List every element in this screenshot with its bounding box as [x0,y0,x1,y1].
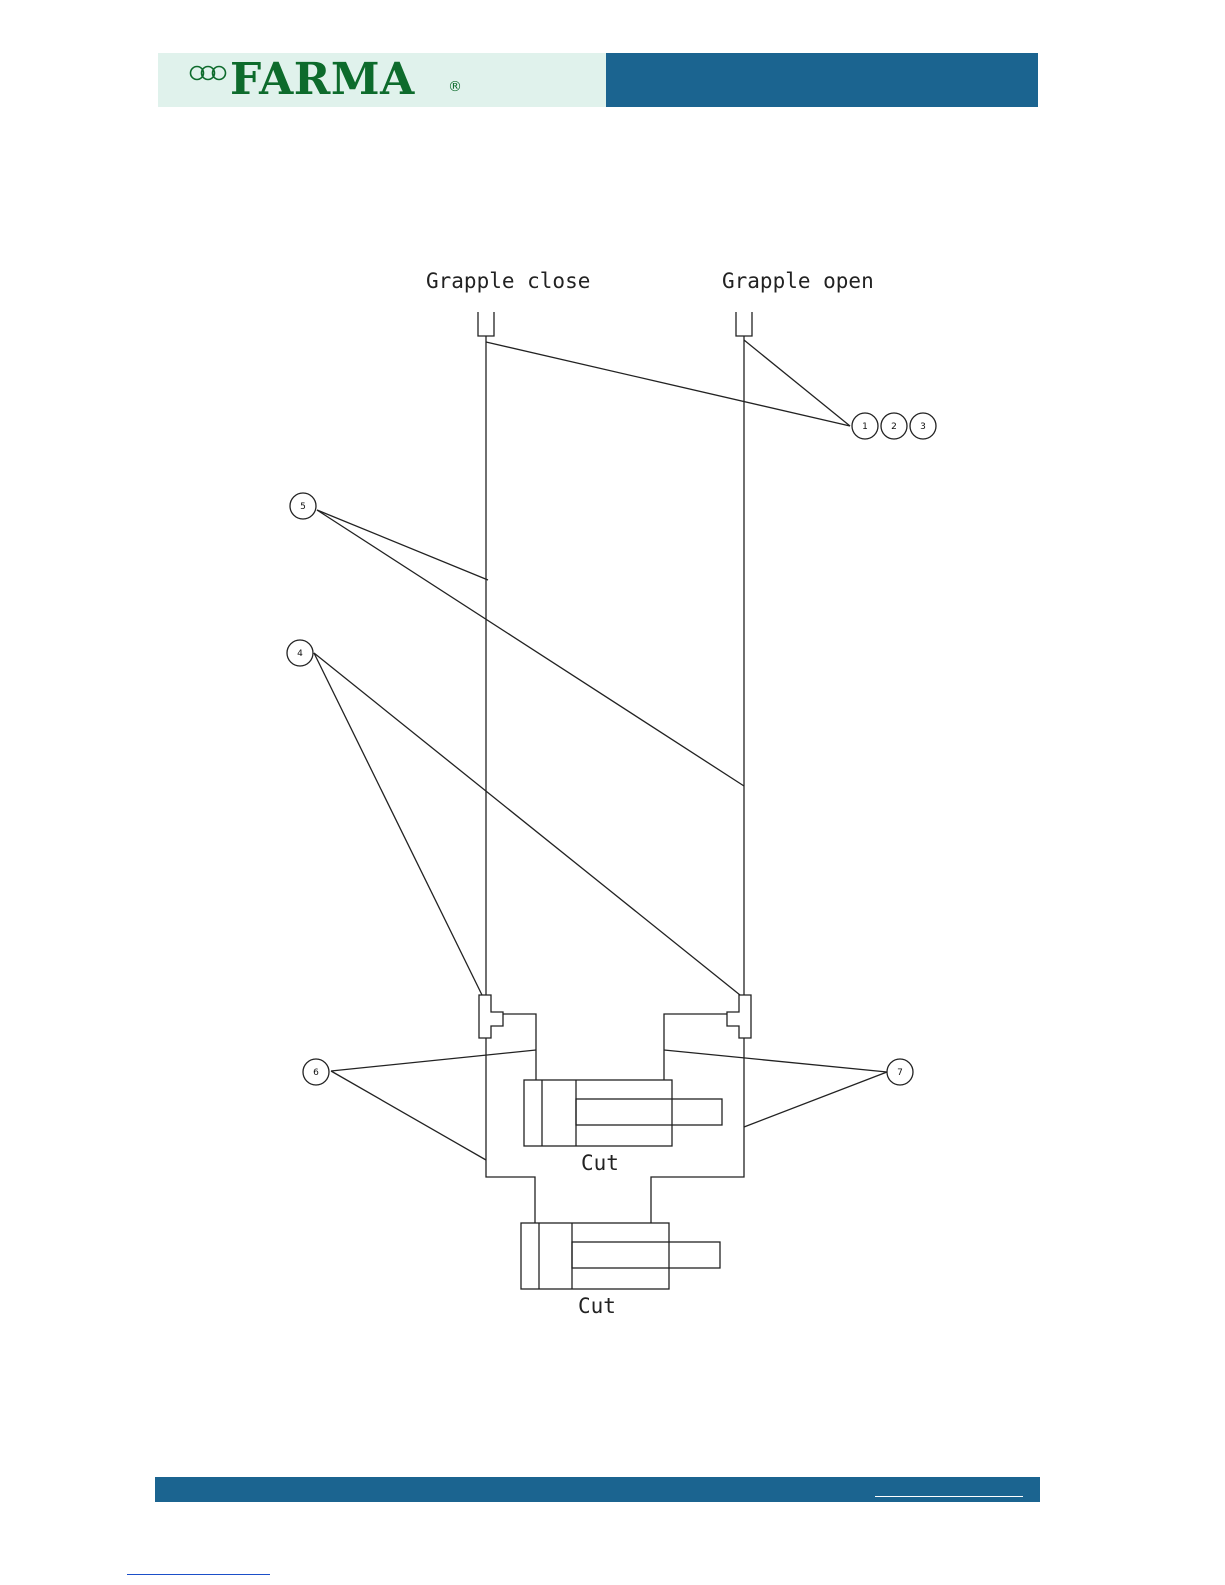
left-tee-fitting [479,995,503,1038]
upper-cut-label: Cut [581,1151,619,1175]
footer-band [155,1477,1040,1502]
lower-cylinder-barrel [521,1223,669,1289]
grapple-close-label: Grapple close [426,269,590,293]
callout-1-number: 1 [862,422,868,432]
upper-cylinder-barrel [524,1080,672,1146]
callout-7-number: 7 [897,1068,903,1078]
callout-4-number: 4 [297,649,303,659]
left-branch-hose [503,1014,536,1080]
callout-5-leader [317,510,744,786]
right-branch-hose [664,1014,727,1080]
callout-7-leader [664,1050,887,1072]
callout-5-number: 5 [300,502,306,512]
callout-7-leader [744,1072,887,1127]
lower-cut-label: Cut [578,1294,616,1318]
callout-2-number: 2 [891,422,897,432]
callout-5-leader [317,510,488,580]
callout-4-leader [314,653,740,995]
callout-3-number: 3 [920,422,926,432]
grapple-open-port [736,312,752,336]
lower-cylinder-rod [572,1242,720,1268]
grapple-close-port [478,312,494,336]
callout-6-leader [331,1071,486,1160]
footer-rule [875,1496,1023,1497]
callout-6-leader [331,1050,536,1071]
callout-4-leader [314,653,482,995]
callout-1-leader [486,342,850,426]
right-tee-fitting [727,995,751,1038]
callout-1-leader [744,340,850,426]
callout-6-number: 6 [313,1068,319,1078]
upper-cylinder-rod [576,1099,722,1125]
bottom-rule [127,1574,270,1575]
left-lower-hose [486,1038,535,1223]
grapple-open-label: Grapple open [722,269,874,293]
right-lower-hose [651,1038,744,1223]
